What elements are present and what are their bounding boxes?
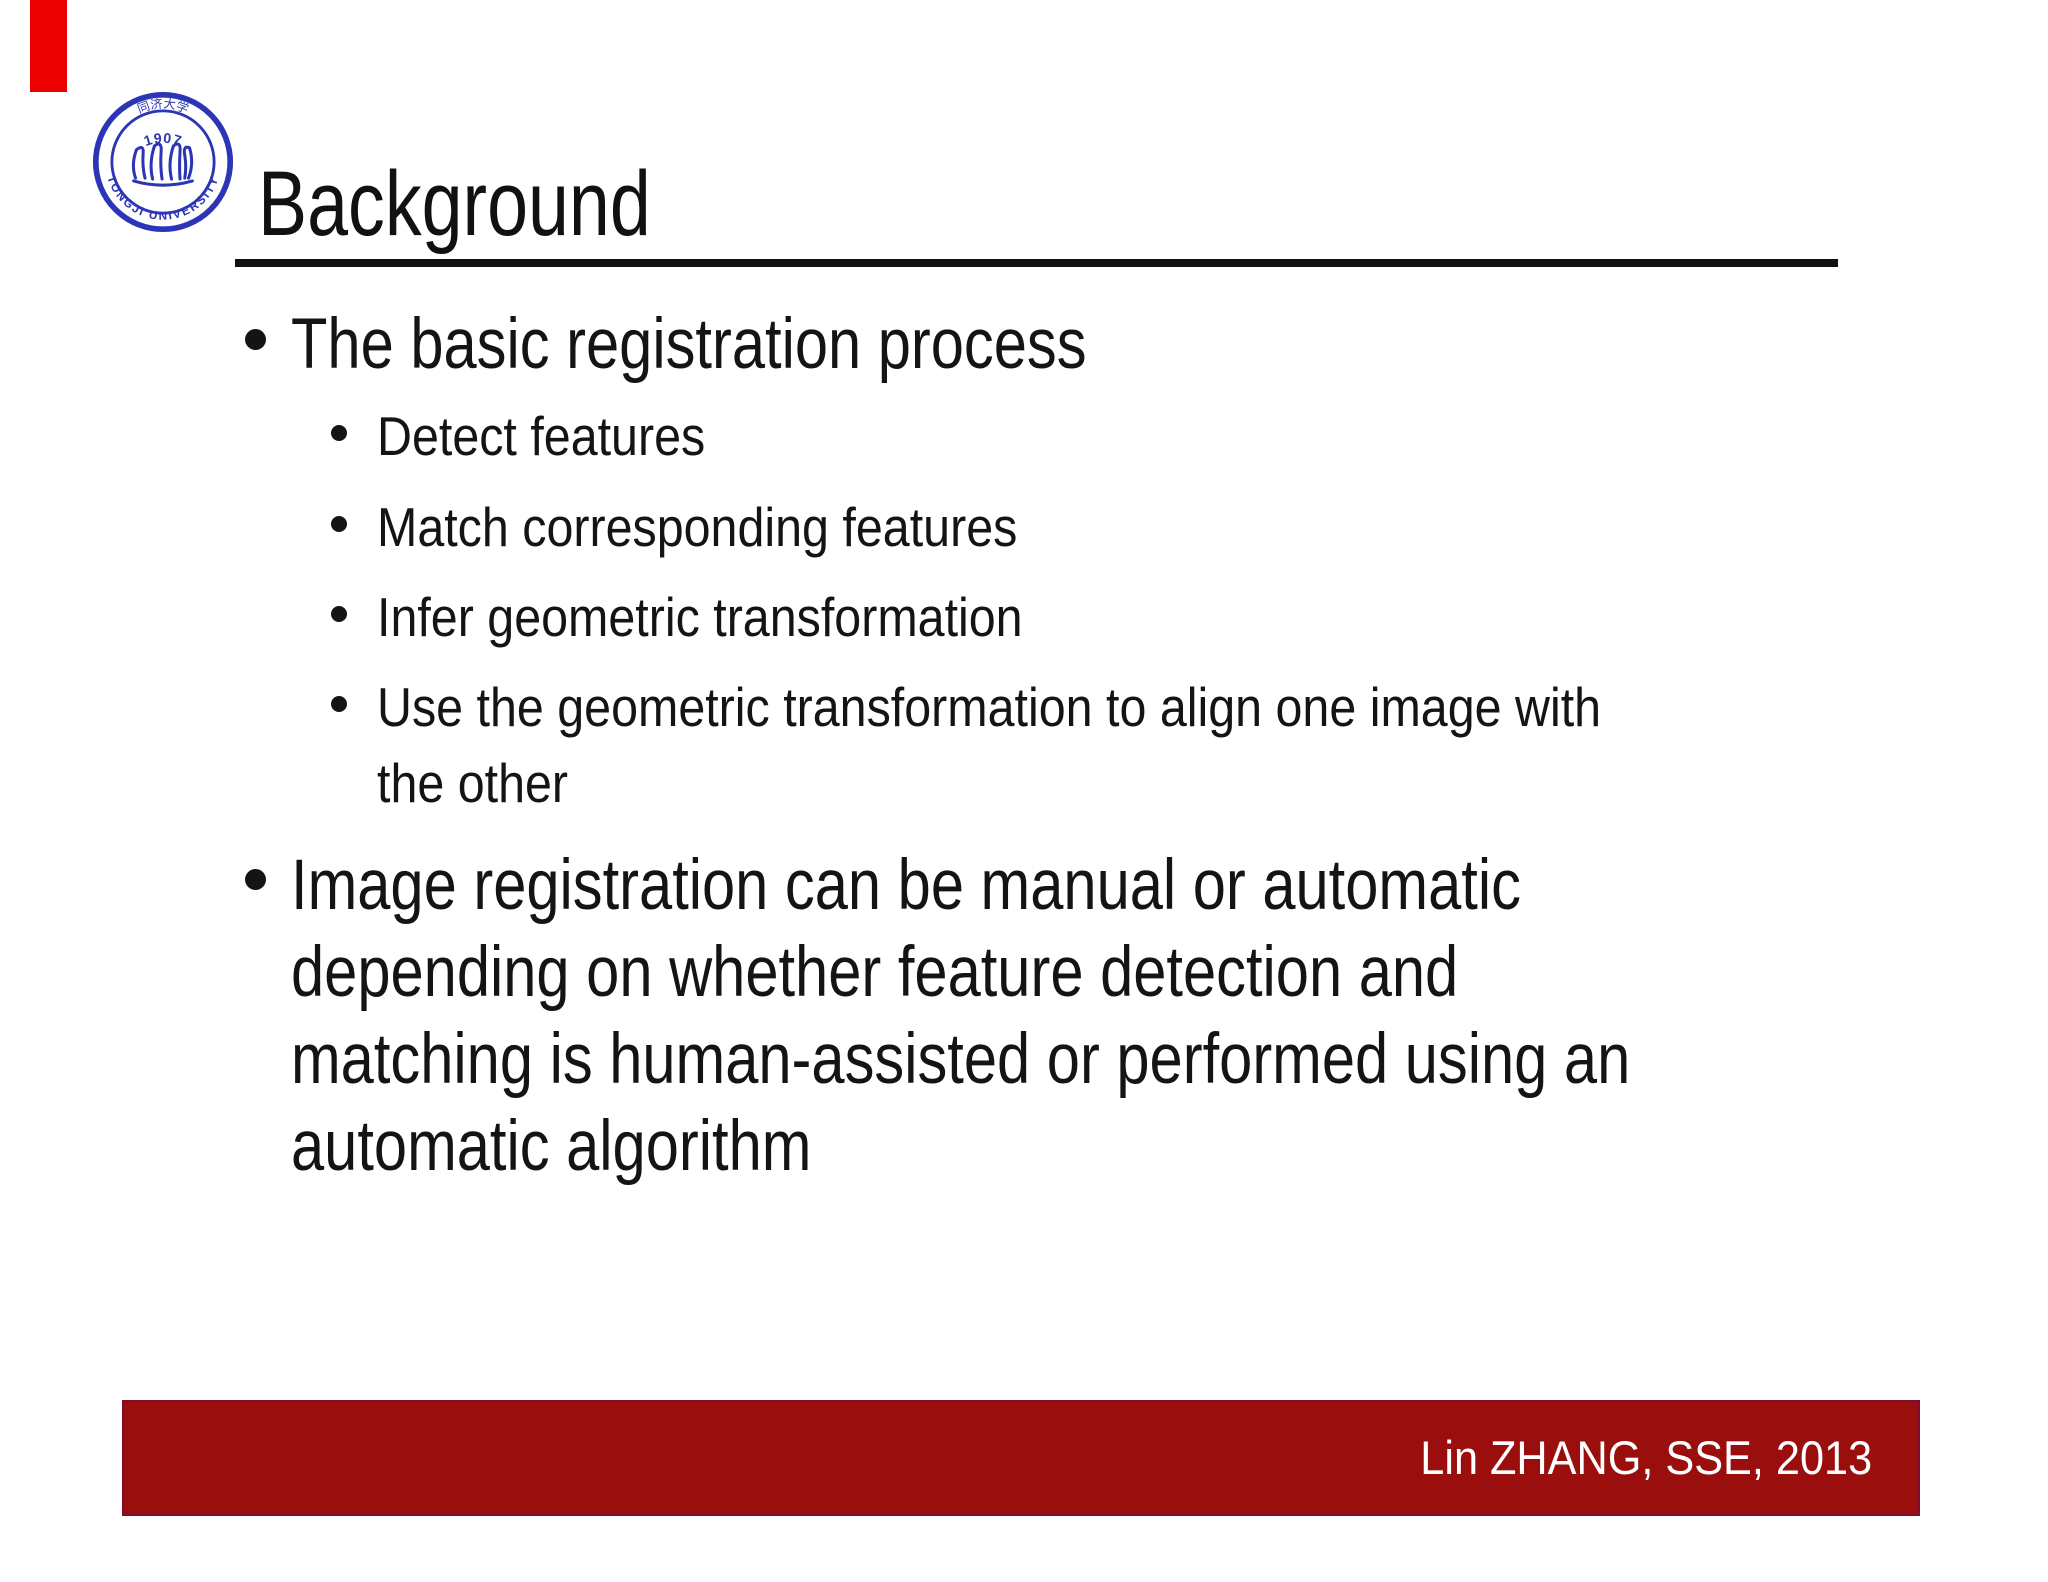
- red-corner-marker: [30, 0, 67, 92]
- bullet-dot: [331, 516, 347, 532]
- sub-bullet-use-transformation-line1: Use the geometric transformation to alig…: [377, 676, 1602, 738]
- bullet-dot: [331, 425, 347, 441]
- sub-bullet-detect-features: Detect features: [377, 405, 706, 467]
- logo-ship-icon: [131, 142, 194, 187]
- university-logo: 同济大学 TONGJI UNIVERSITY 1907: [92, 91, 234, 233]
- bullet-item-manual-or-automatic-line2: depending on whether feature detection a…: [291, 933, 1459, 1012]
- page-title: Background: [258, 153, 651, 255]
- title-underline: [235, 259, 1838, 267]
- sub-bullet-match-features: Match corresponding features: [377, 496, 1018, 558]
- bullet-dot: [245, 869, 266, 890]
- bullet-item-basic-process: The basic registration process: [291, 305, 1087, 384]
- bullet-dot: [245, 329, 266, 350]
- bullet-dot: [331, 696, 347, 712]
- bullet-dot: [331, 606, 347, 622]
- logo-seal-icon: 同济大学 TONGJI UNIVERSITY 1907: [92, 91, 234, 233]
- footer-credit: Lin ZHANG, SSE, 2013: [1420, 1431, 1872, 1484]
- logo-inner-ring: [110, 109, 216, 215]
- footer-bar: Lin ZHANG, SSE, 2013: [122, 1400, 1920, 1516]
- bullet-item-manual-or-automatic-line1: Image registration can be manual or auto…: [291, 846, 1521, 925]
- bullet-item-manual-or-automatic-line3: matching is human-assisted or performed …: [291, 1020, 1631, 1099]
- sub-bullet-use-transformation-line2: the other: [377, 752, 569, 814]
- bullet-item-manual-or-automatic-line4: automatic algorithm: [291, 1107, 812, 1186]
- sub-bullet-infer-transformation: Infer geometric transformation: [377, 586, 1023, 648]
